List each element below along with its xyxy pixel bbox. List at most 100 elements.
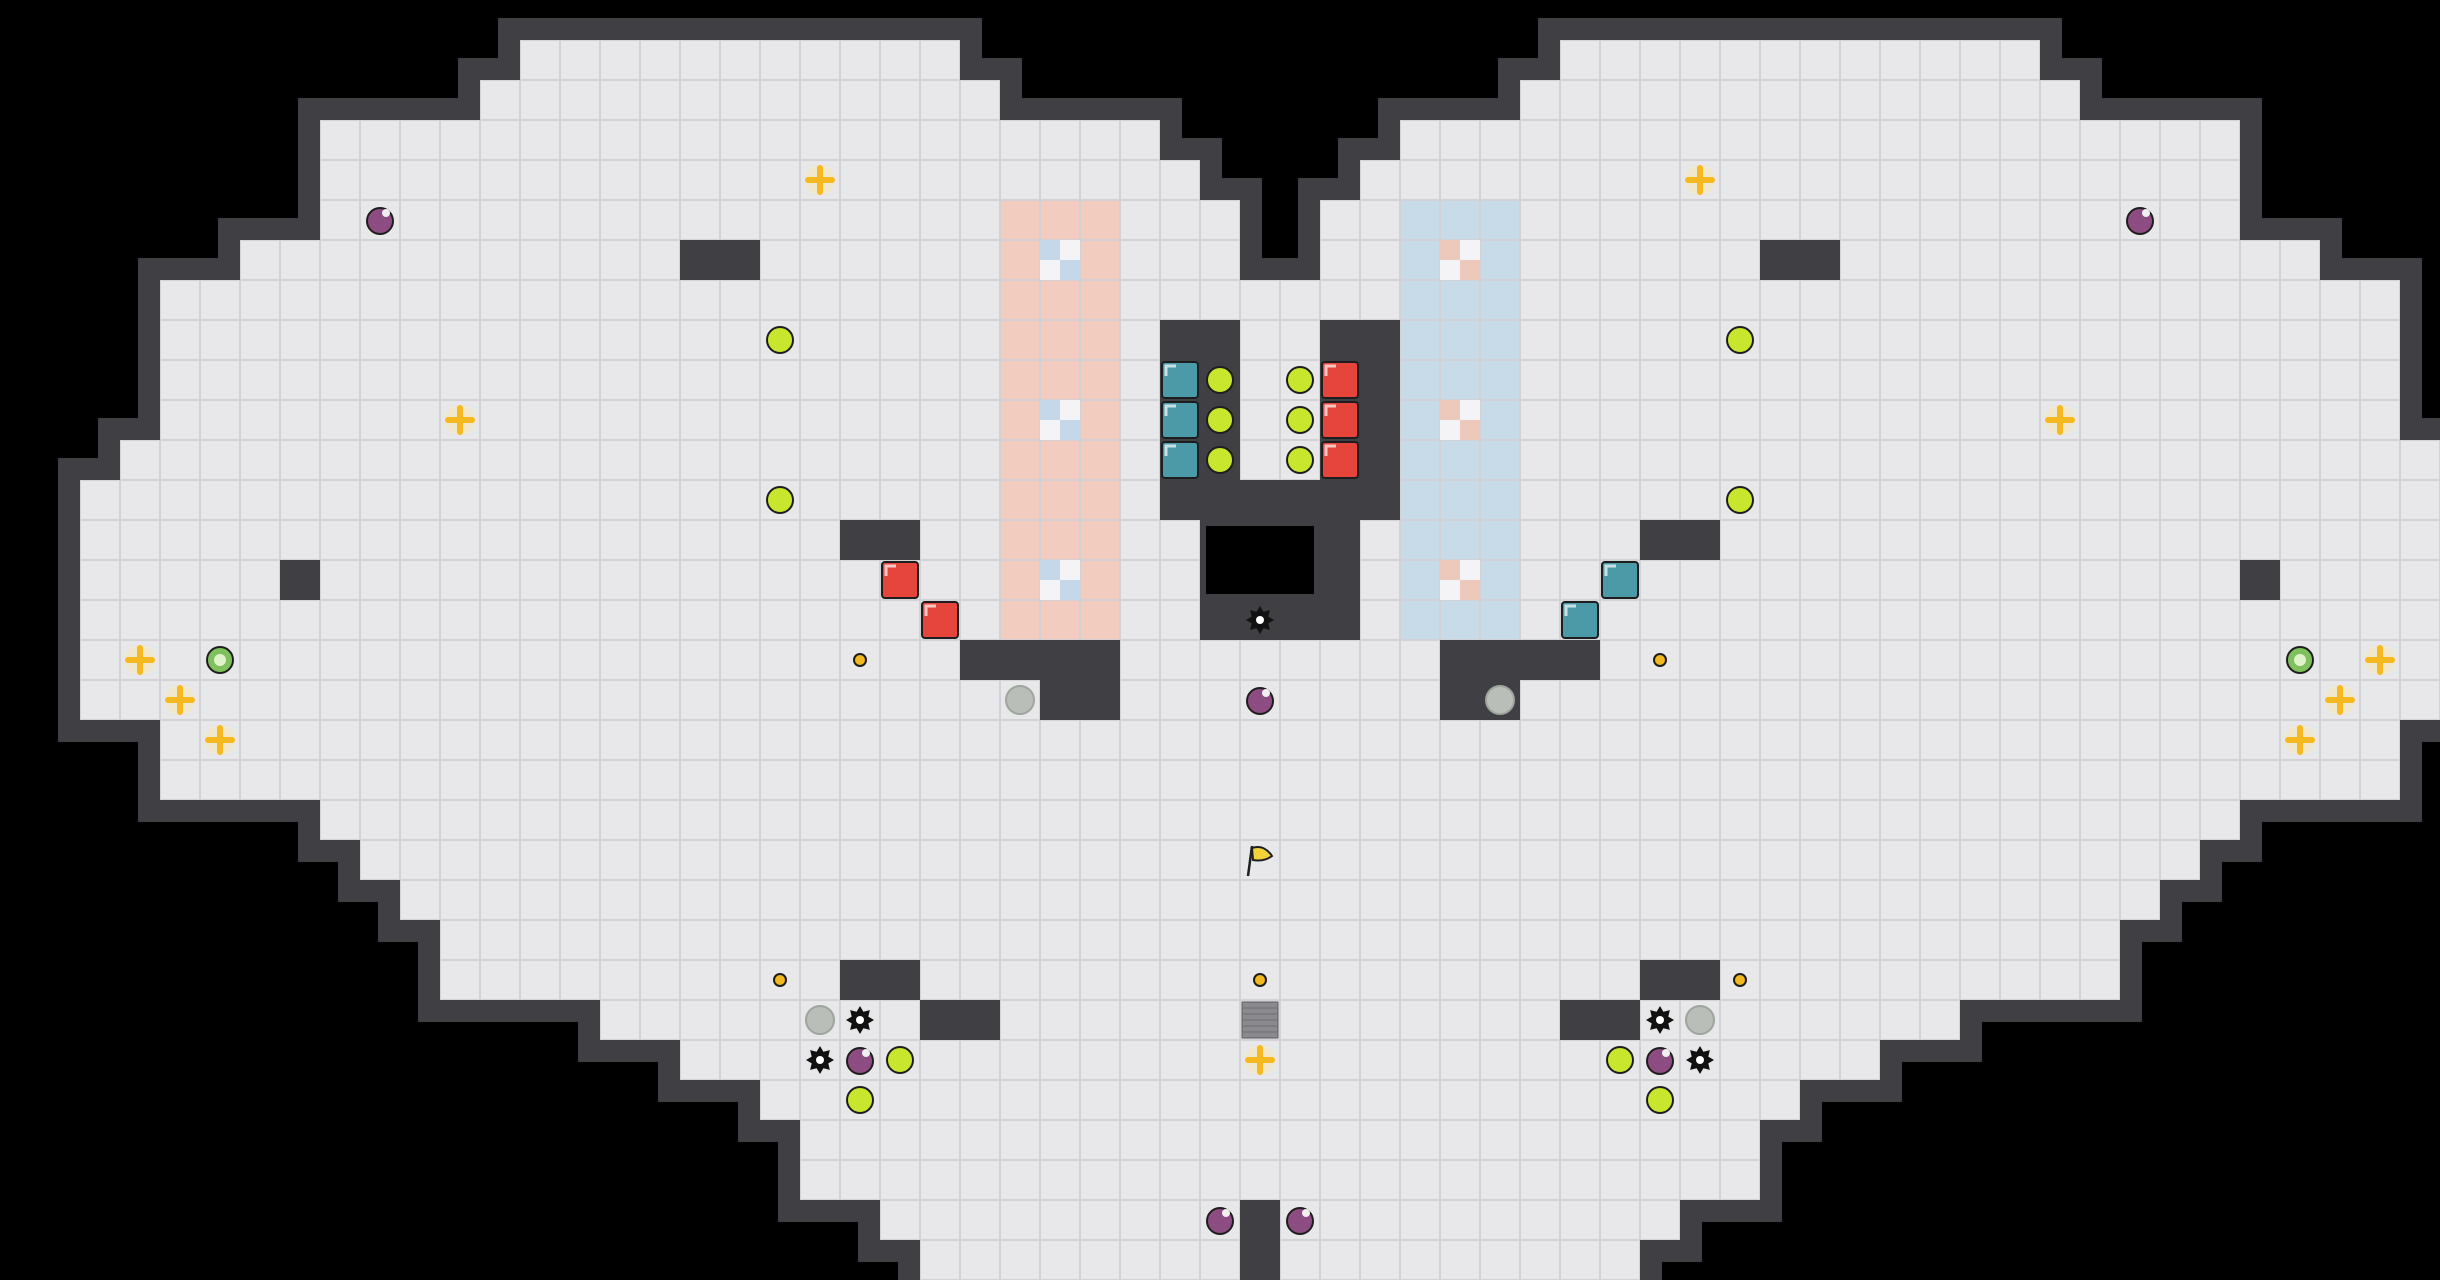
grid-cell (840, 1120, 880, 1160)
grid-cell (1840, 720, 1880, 760)
grid-cell (1320, 1200, 1360, 1240)
grid-cell (1960, 640, 2000, 680)
grid-cell (2040, 400, 2080, 440)
grid-cell (2320, 320, 2360, 360)
grid-cell (1720, 320, 1760, 360)
grid-cell (800, 640, 840, 680)
grid-cell (240, 240, 280, 280)
grid-cell (1320, 1080, 1360, 1120)
small-dot (773, 973, 787, 987)
grid-cell (320, 480, 360, 520)
grid-cell (2240, 600, 2280, 640)
bomb-icon (1246, 687, 1274, 715)
grid-cell (2200, 680, 2240, 720)
boost-cross (445, 405, 475, 435)
grid-cell (1920, 200, 1960, 240)
grid-cell (2080, 760, 2120, 800)
grid-cell (1480, 880, 1520, 920)
grid-cell (1440, 720, 1480, 760)
grid-cell (1800, 120, 1840, 160)
grid-cell (2160, 520, 2200, 560)
grid-cell (840, 240, 880, 280)
grid-cell (1520, 680, 1560, 720)
grid-cell (920, 360, 960, 400)
grid-cell (640, 360, 680, 400)
grid-cell (360, 800, 400, 840)
grid-cell (1480, 520, 1520, 560)
grid-cell (2160, 720, 2200, 760)
grid-cell (1120, 680, 1160, 720)
grid-cell (1720, 440, 1760, 480)
grid-cell (1960, 480, 2000, 520)
grid-cell (2200, 200, 2240, 240)
grid-cell (1320, 640, 1360, 680)
grid-cell (1560, 840, 1600, 880)
grid-cell (1440, 1160, 1480, 1200)
grid-cell (2200, 760, 2240, 800)
grid-cell (1640, 800, 1680, 840)
grid-cell (200, 640, 240, 680)
grid-cell (1320, 800, 1360, 840)
grid-cell (2360, 280, 2400, 320)
grid-cell (480, 160, 520, 200)
grid-cell (1720, 120, 1760, 160)
grid-cell (2200, 440, 2240, 480)
grid-cell (1240, 760, 1280, 800)
grid-cell (1640, 360, 1680, 400)
grid-cell (2040, 720, 2080, 760)
grid-cell (1520, 1200, 1560, 1240)
grid-cell (1760, 320, 1800, 360)
grid-cell (1920, 960, 1960, 1000)
grid-cell (840, 1000, 880, 1040)
grid-cell (1320, 280, 1360, 320)
grid-cell (1480, 760, 1520, 800)
grid-cell (1600, 1080, 1640, 1120)
grid-cell (1200, 640, 1240, 680)
grid-cell (160, 520, 200, 560)
grid-cell (840, 80, 880, 120)
grid-cell (2040, 960, 2080, 1000)
spike-icon (806, 1046, 834, 1074)
grid-cell (800, 760, 840, 800)
grid-cell (120, 440, 160, 480)
grid-cell (2000, 440, 2040, 480)
grid-cell (280, 760, 320, 800)
grid-cell (160, 280, 200, 320)
grid-cell (1400, 600, 1440, 640)
grid-cell (2000, 960, 2040, 1000)
grid-cell (640, 440, 680, 480)
grid-cell (920, 520, 960, 560)
grid-cell (2160, 320, 2200, 360)
grid-cell (1520, 400, 1560, 440)
grid-cell (640, 1000, 680, 1040)
grid-cell (2160, 840, 2200, 880)
grid-cell (480, 960, 520, 1000)
grid-cell (1920, 440, 1960, 480)
grid-cell (880, 360, 920, 400)
grid-cell (920, 880, 960, 920)
grid-cell (1360, 840, 1400, 880)
grid-cell (560, 280, 600, 320)
grid-cell (560, 440, 600, 480)
grid-cell (960, 320, 1000, 360)
grid-cell (1560, 520, 1600, 560)
grid-cell (280, 520, 320, 560)
grid-cell (1080, 120, 1120, 160)
grid-cell (680, 360, 720, 400)
grid-cell (720, 280, 760, 320)
grid-cell (1840, 240, 1880, 280)
grid-cell (1480, 840, 1520, 880)
grid-cell (1880, 920, 1920, 960)
grid-cell (400, 280, 440, 320)
portal-icon (2286, 646, 2314, 674)
powerup-icon (766, 326, 794, 354)
grid-cell (1280, 680, 1320, 720)
grid-cell (840, 1080, 880, 1120)
grid-cell (640, 40, 680, 80)
grid-cell (400, 120, 440, 160)
grid-cell (1760, 160, 1800, 200)
bomb-icon (2126, 207, 2154, 235)
grid-cell (280, 600, 320, 640)
grid-cell (2240, 760, 2280, 800)
grid-cell (1760, 880, 1800, 920)
